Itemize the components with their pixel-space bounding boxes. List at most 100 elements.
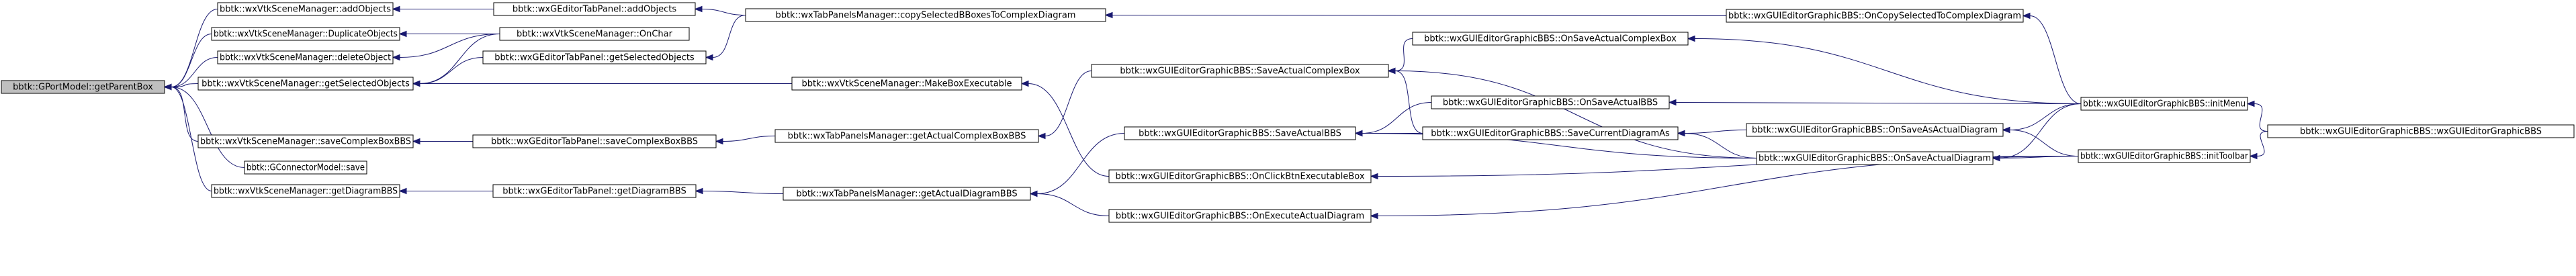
graph-edge-arrowhead (398, 187, 407, 195)
graph-edge-arrowhead (412, 138, 420, 145)
graph-edge (1387, 38, 1413, 75)
graph-edge-line (171, 87, 212, 191)
graph-node-label: bbtk::wxGUIEditorGraphicBBS::SaveActualB… (1139, 129, 1341, 139)
graph-edge (412, 138, 474, 145)
graph-node-label: bbtk::wxVtkSceneManager::MakeBoxExecutab… (801, 79, 1012, 89)
graph-node-connector-save[interactable]: bbtk::GConnectorModel::save (244, 160, 367, 175)
graph-node-editor-on-save-actual-bbs[interactable]: bbtk::wxGUIEditorGraphicBBS::OnSaveActua… (1431, 95, 1670, 109)
graph-node-scene-delete-object[interactable]: bbtk::wxVtkSceneManager::deleteObject (217, 50, 394, 64)
graph-edge-line (1036, 133, 1125, 194)
graph-node-editor-save-current-diagram-as[interactable]: bbtk::wxGUIEditorGraphicBBS::SaveCurrent… (1422, 126, 1679, 140)
graph-edge (1020, 80, 1110, 177)
graph-node-editor-on-save-as-actual-diagram[interactable]: bbtk::wxGUIEditorGraphicBBS::OnSaveAsAct… (1746, 123, 2004, 137)
graph-edge-line (722, 136, 776, 142)
graph-node-label: bbtk::wxGEditorTabPanel::saveComplexBoxB… (491, 137, 698, 147)
graph-edge (1370, 156, 2079, 220)
graph-node-editor-on-save-actual-diagram[interactable]: bbtk::wxGUIEditorGraphicBBS::OnSaveActua… (1756, 151, 1994, 165)
graph-edge (2246, 100, 2268, 132)
graph-node-editor-init-menu[interactable]: bbtk::wxGUIEditorGraphicBBS::initMenu (2080, 97, 2248, 111)
graph-node-scene-get-selected-objects[interactable]: bbtk::wxVtkSceneManager::getSelectedObje… (197, 77, 414, 91)
graph-node-editor-on-copy-selected[interactable]: bbtk::wxGUIEditorGraphicBBS::OnCopySelec… (1726, 9, 2024, 23)
graph-edge-arrowhead (2022, 12, 2031, 19)
graph-edge-line (2029, 15, 2082, 104)
graph-edge-arrowhead (1677, 130, 1685, 137)
graph-edge (163, 83, 212, 191)
graph-edge-line (1045, 71, 1092, 136)
graph-edge (392, 5, 494, 13)
graph-edge-arrowhead (2246, 100, 2255, 107)
graph-edge-arrowhead (1037, 132, 1046, 140)
graph-edge-line (1377, 156, 2079, 216)
graph-node-label: bbtk::wxGUIEditorGraphicBBS::OnSaveActua… (1443, 98, 1658, 108)
graph-edge-arrowhead (1387, 67, 1396, 75)
graph-node-label: bbtk::wxGUIEditorGraphicBBS::OnExecuteAc… (1116, 212, 1364, 222)
graph-node-panels-get-actual-diagram-bbs[interactable]: bbtk::wxTabPanelsManager::getActualDiagr… (783, 187, 1031, 201)
graph-edge-line (171, 83, 199, 87)
graph-edge (163, 83, 199, 142)
graph-edge-arrowhead (705, 54, 713, 61)
graph-node-editor-on-save-actual-complex-box[interactable]: bbtk::wxGUIEditorGraphicBBS::OnSaveActua… (1412, 32, 1689, 46)
graph-edge-line (1675, 102, 2082, 104)
graph-node-label: bbtk::wxGUIEditorGraphicBBS::OnSaveActua… (1424, 34, 1677, 44)
graph-node-label: bbtk::GPortModel::getParentBox (13, 83, 153, 93)
graph-node-label: bbtk::wxGUIEditorGraphicBBS::OnSaveActua… (1759, 154, 1991, 164)
graph-node-scene-get-diagram-bbs[interactable]: bbtk::wxVtkSceneManager::getDiagramBBS (211, 184, 400, 198)
graph-node-panels-copy-selected[interactable]: bbtk::wxTabPanelsManager::copySelectedBB… (745, 8, 1106, 22)
graph-node-tab-save-complex-box-bbs[interactable]: bbtk::wxGEditorTabPanel::saveComplexBoxB… (472, 134, 717, 148)
graph-edge-arrowhead (1020, 80, 1029, 87)
graph-node-editor-save-actual-complex-box[interactable]: bbtk::wxGUIEditorGraphicBBS::SaveActualC… (1091, 64, 1389, 78)
graph-node-editor-constructor[interactable]: bbtk::wxGUIEditorGraphicBBS::wxGUIEditor… (2267, 124, 2575, 138)
graph-node-tab-get-diagram-bbs[interactable]: bbtk::wxGEditorTabPanel::getDiagramBBS (492, 184, 697, 198)
graph-node-tab-add-objects[interactable]: bbtk::wxGEditorTabPanel::addObjects (493, 2, 696, 16)
graph-node-tab-get-selected-objects[interactable]: bbtk::wxGEditorTabPanel::getSelectedObje… (482, 50, 707, 64)
graph-edge (2249, 131, 2268, 160)
graph-edge (694, 5, 746, 15)
graph-edge-arrowhead (412, 80, 420, 87)
graph-node-scene-duplicate-objects[interactable]: bbtk::wxVtkSceneManager::DuplicateObject… (211, 27, 400, 41)
graph-node-label: bbtk::wxGUIEditorGraphicBBS::wxGUIEditor… (2300, 127, 2542, 137)
graph-node-scene-save-complex-box-bbs[interactable]: bbtk::wxVtkSceneManager::saveComplexBoxB… (197, 134, 414, 148)
graph-edge-line (1694, 38, 2082, 104)
graph-edge (1992, 103, 2082, 162)
graph-edge (398, 187, 493, 195)
graph-edge (695, 187, 784, 195)
graph-edge-arrowhead (392, 5, 400, 13)
graph-node-label: bbtk::wxVtkSceneManager::saveComplexBoxB… (200, 137, 411, 147)
graph-edge-arrowhead (1668, 99, 1677, 106)
graph-node-editor-save-actual-bbs[interactable]: bbtk::wxGUIEditorGraphicBBS::SaveActualB… (1124, 126, 1356, 140)
graph-edge-arrowhead (715, 138, 723, 145)
graph-node-label: bbtk::GConnectorModel::save (247, 163, 365, 173)
graph-edge (412, 80, 792, 87)
graph-node-editor-init-toolbar[interactable]: bbtk::wxGUIEditorGraphicBBS::initToolbar (2078, 149, 2251, 163)
graph-node-label: bbtk::wxVtkSceneManager::addObjects (220, 5, 391, 15)
graph-node-scene-on-char[interactable]: bbtk::wxVtkSceneManager::OnChar (499, 27, 690, 41)
graph-edge-arrowhead (694, 5, 703, 13)
graph-edge (398, 30, 500, 38)
graph-node-label: bbtk::wxGEditorTabPanel::getDiagramBBS (502, 187, 686, 197)
graph-node-scene-add-objects[interactable]: bbtk::wxVtkSceneManager::addObjects (217, 2, 394, 16)
graph-node-label: bbtk::wxVtkSceneManager::deleteObject (220, 53, 391, 63)
graph-edge-line (2254, 103, 2268, 132)
graph-edge-line (1999, 103, 2082, 158)
graph-nodes: bbtk::GPortModel::getParentBox bbtk::wxV… (1, 2, 2575, 223)
graph-edge-line (2256, 131, 2268, 156)
graph-edge-line (171, 87, 245, 168)
graph-node-label: bbtk::wxGEditorTabPanel::getSelectedObje… (494, 53, 695, 63)
graph-node-editor-on-execute-actual-diagram[interactable]: bbtk::wxGUIEditorGraphicBBS::OnExecuteAc… (1108, 209, 1372, 223)
graph-node-scene-make-box-executable[interactable]: bbtk::wxVtkSceneManager::MakeBoxExecutab… (791, 77, 1022, 91)
graph-edge (1104, 11, 1727, 19)
graph-edge-arrowhead (1687, 35, 1695, 42)
graph-node-label: bbtk::wxGUIEditorGraphicBBS::SaveCurrent… (1431, 129, 1670, 139)
graph-node-label: bbtk::wxGEditorTabPanel::addObjects (513, 5, 676, 15)
graph-edge-arrowhead (2002, 126, 2010, 134)
graph-node-editor-on-click-btn-executable-box[interactable]: bbtk::wxGUIEditorGraphicBBS::OnClickBtnE… (1108, 169, 1372, 183)
graph-edge-line (1362, 102, 1432, 134)
graph-edge-arrowhead (1104, 11, 1113, 19)
graph-edge (1687, 35, 2082, 104)
graph-node-label: bbtk::wxTabPanelsManager::copySelectedBB… (776, 11, 1076, 21)
graph-edge-arrowhead (2249, 152, 2258, 160)
graph-edge (392, 34, 500, 61)
graph-node-get-parent-box[interactable]: bbtk::GPortModel::getParentBox (1, 80, 165, 94)
graph-edge-line (1684, 133, 1757, 158)
graph-node-panels-get-actual-complex-box-bbs[interactable]: bbtk::wxTabPanelsManager::getActualCompl… (774, 129, 1039, 143)
